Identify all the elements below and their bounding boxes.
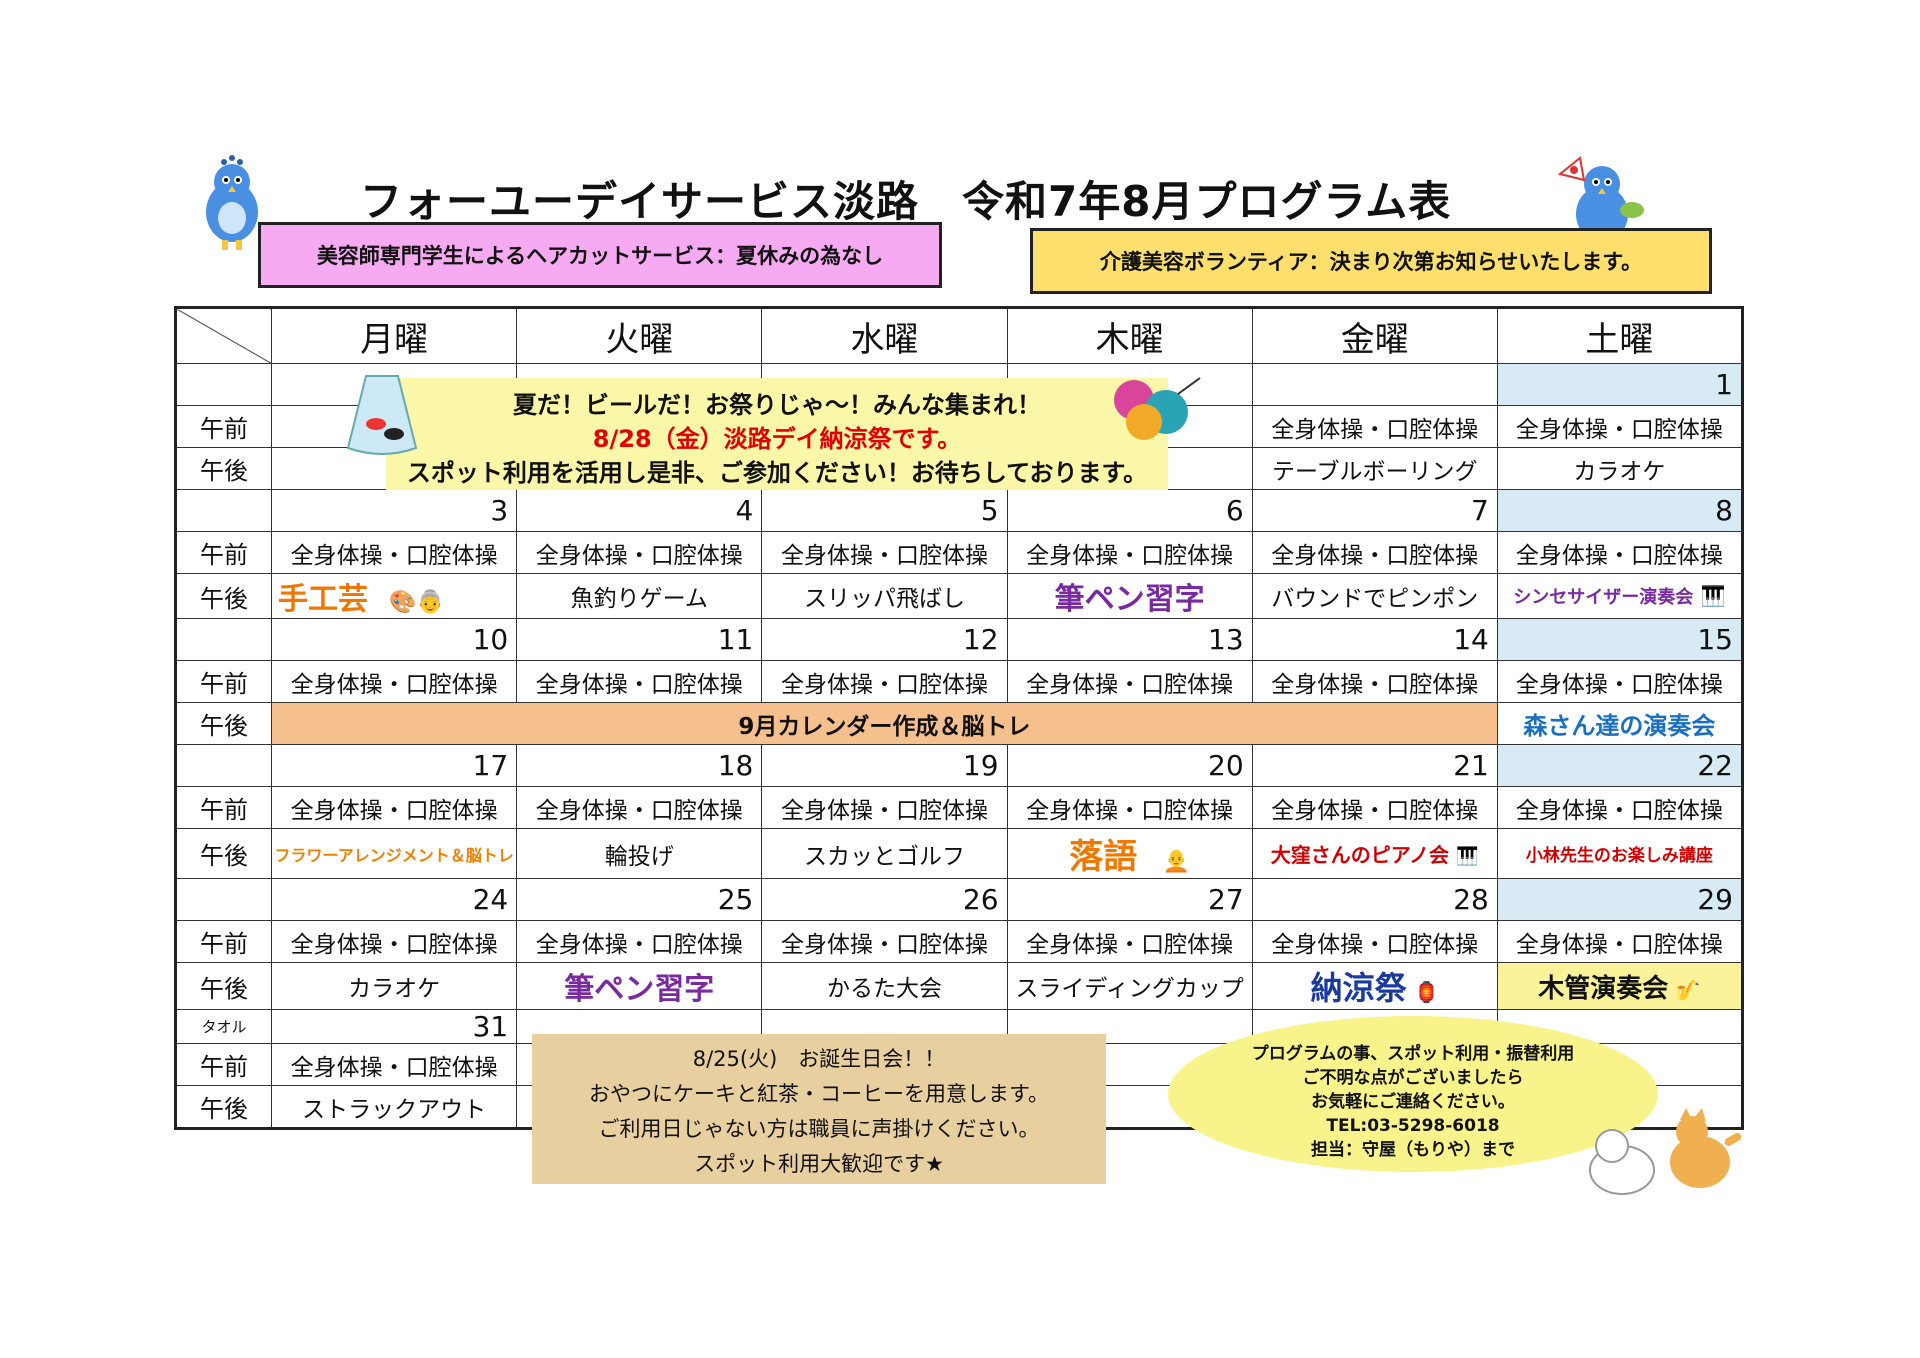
weekday-wed: 水曜 (761, 307, 1008, 364)
week5-am-row: 午前 全身体操・口腔体操 全身体操・口腔体操 全身体操・口腔体操 全身体操・口腔… (174, 920, 1744, 963)
activity-cell: 全身体操・口腔体操 (1251, 405, 1498, 448)
handicraft-icon: 🎨👵 (389, 590, 445, 615)
week4-pm-row: 午後 フラワーアレンジメント＆脳トレ 輪投げ スカッとゴルフ 落語 🧑‍🦲 大窪… (174, 828, 1744, 879)
weekday-sat: 土曜 (1496, 307, 1744, 364)
peacock-mascot-left-icon (206, 155, 258, 250)
rakugo-performer-icon: 🧑‍🦲 (1162, 849, 1190, 874)
goldfish-bag-icon (346, 375, 418, 455)
weekday-tue: 火曜 (516, 307, 763, 364)
saxophone-icon: 🎷 (1675, 977, 1701, 1002)
week2-pm-row: 午後 手工芸 🎨👵 魚釣りゲーム スリッパ飛ばし 筆ペン習字 バウンドでピンポン… (174, 573, 1744, 619)
week4-am-row: 午前 全身体操・口腔体操 全身体操・口腔体操 全身体操・口腔体操 全身体操・口腔… (174, 786, 1744, 829)
weekday-header-row: 月曜 火曜 水曜 木曜 金曜 土曜 (174, 307, 1744, 364)
dogs-illustration-icon (1589, 1108, 1742, 1195)
page-title: フォーユーデイサービス淡路 令和7年8月プログラム表 (360, 177, 1452, 226)
handicraft-cell: 手工芸 🎨👵 (271, 573, 518, 619)
calendar-making-band: 9月カレンダー作成＆脳トレ (271, 702, 1498, 745)
week3-pm-row: 午後 9月カレンダー作成＆脳トレ 森さん達の演奏会 (174, 702, 1744, 745)
activity-cell: 全身体操・口腔体操 (1496, 405, 1744, 448)
concert-cell: 森さん達の演奏会 (1496, 702, 1744, 745)
weekday-fri: 金曜 (1251, 307, 1498, 364)
week5-pm-row: 午後 カラオケ 筆ペン習字 かるた大会 スライディングカップ 納涼祭 🏮 木管演… (174, 962, 1744, 1010)
week2-date-row: 3 4 5 6 7 8 (174, 489, 1744, 532)
week4-date-row: 17 18 19 20 21 22 (174, 744, 1744, 787)
contact-info-bubble: プログラムの事、スポット利用・振替利用 ご不明な点がございましたら お気軽にご連… (1168, 1016, 1658, 1172)
keyboard-icon: 🎹 (1700, 584, 1726, 608)
date-cell: 1 (1496, 363, 1744, 406)
festival-icon: 🏮 (1413, 980, 1439, 1004)
rakugo-cell: 落語 🧑‍🦲 (1006, 828, 1253, 879)
synth-cell: シンセサイザー演奏会 🎹 (1496, 573, 1744, 619)
beauty-volunteer-notice: 介護美容ボランティア：決まり次第お知らせいたします。 (1030, 228, 1712, 294)
week2-am-row: 午前 全身体操・口腔体操 全身体操・口腔体操 全身体操・口腔体操 全身体操・口腔… (174, 531, 1744, 574)
yoyo-balloons-icon (1114, 377, 1201, 440)
week3-am-row: 午前 全身体操・口腔体操 全身体操・口腔体操 全身体操・口腔体操 全身体操・口腔… (174, 660, 1744, 703)
activity-cell: テーブルボーリング (1251, 447, 1498, 490)
piano-cell: 大窪さんのピアノ会 🎹 (1251, 828, 1498, 879)
weekday-thu: 木曜 (1006, 307, 1253, 364)
corner-cell (174, 307, 273, 364)
week5-date-row: 24 25 26 27 28 29 (174, 878, 1744, 921)
weekday-mon: 月曜 (271, 307, 518, 364)
woodwind-cell: 木管演奏会 🎷 (1496, 962, 1744, 1010)
birthday-party-notice: 8/25(火) お誕生日会！！ おやつにケーキと紅茶・コーヒーを用意します。 ご… (532, 1034, 1106, 1184)
activity-cell: カラオケ (1496, 447, 1744, 490)
piano-icon: 🎹 (1456, 846, 1479, 867)
festival-cell: 納涼祭 🏮 (1251, 962, 1498, 1010)
haircut-notice: 美容師専門学生によるヘアカットサービス：夏休みの為なし (258, 222, 942, 288)
summer-festival-banner: 夏だ！ビールだ！お祭りじゃ～！みんな集まれ！ 8/28（金）淡路デイ納涼祭です。… (386, 378, 1168, 490)
week3-date-row: 10 11 12 13 14 15 (174, 618, 1744, 661)
